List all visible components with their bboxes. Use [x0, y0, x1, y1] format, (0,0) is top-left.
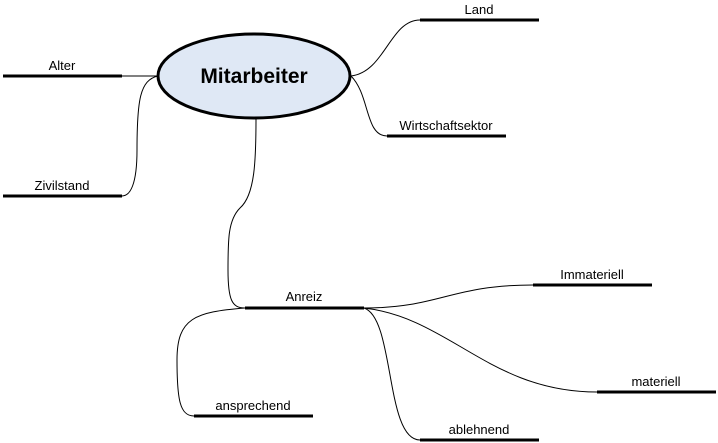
- topic-label: Zivilstand: [35, 178, 90, 193]
- subtopic-label: ablehnend: [449, 422, 510, 437]
- topic-label: Anreiz: [286, 289, 323, 304]
- subtopic-label: ansprechend: [215, 398, 290, 413]
- topic-label: Land: [465, 2, 494, 17]
- connector-anreiz: [227, 117, 257, 309]
- root-node[interactable]: Mitarbeiter: [156, 32, 352, 120]
- subtopic-label: materiell: [631, 374, 680, 389]
- topic-label: Wirtschaftsektor: [399, 118, 493, 133]
- connector-land: [350, 19, 421, 77]
- connector-ansprechend: [176, 307, 246, 417]
- topic-zivilstand[interactable]: Zivilstand: [3, 178, 122, 198]
- connector-zivilstand: [121, 75, 159, 197]
- subtopic-ablehnend[interactable]: ablehnend: [420, 422, 539, 442]
- connector-materiell: [363, 307, 598, 393]
- connectors: [121, 19, 598, 441]
- root-label: Mitarbeiter: [200, 65, 307, 88]
- topic-land[interactable]: Land: [420, 2, 539, 22]
- topic-wirtschaftssektor[interactable]: Wirtschaftsektor: [387, 118, 506, 138]
- topic-alter[interactable]: Alter: [3, 58, 122, 78]
- subtopic-materiell[interactable]: materiell: [597, 374, 716, 394]
- topic-label: Alter: [49, 58, 76, 73]
- root-ellipse: [156, 32, 352, 120]
- connector-ablehnend: [363, 307, 421, 441]
- connector-immateriell: [363, 284, 534, 309]
- subtopic-ansprechend[interactable]: ansprechend: [194, 398, 313, 418]
- subtopic-immateriell[interactable]: Immateriell: [533, 267, 652, 287]
- subtopic-label: Immateriell: [560, 267, 624, 282]
- topic-anreiz[interactable]: Anreiz: [245, 289, 364, 310]
- connector-wirtschaftssektor: [350, 75, 388, 137]
